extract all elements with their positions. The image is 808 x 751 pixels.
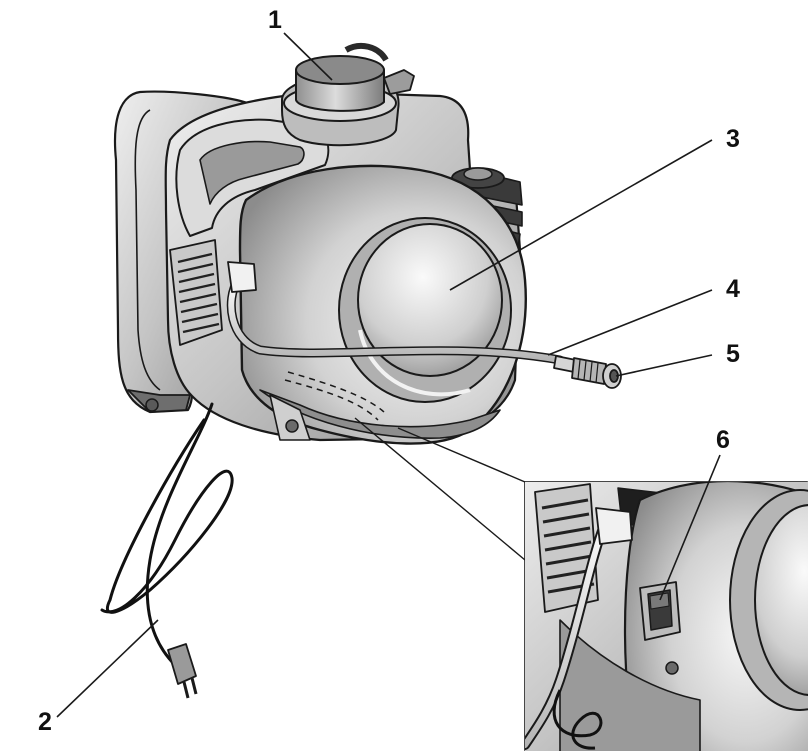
mount-plate: [269, 394, 311, 441]
vent-grille: [169, 239, 223, 346]
hose-grommet: [227, 261, 257, 293]
callout-6: 6: [716, 426, 730, 454]
fill-cap: [281, 42, 415, 147]
rear-frame-inner: [134, 109, 161, 391]
callout-4: 4: [726, 275, 740, 303]
hose-coupling: [553, 355, 622, 389]
inset-detail: [524, 481, 808, 751]
callout-3: 3: [726, 125, 740, 153]
leader-lines: [56, 32, 721, 718]
hidden-edges: [284, 371, 385, 421]
cap-tab: [383, 69, 415, 95]
cover-disc: [338, 217, 512, 403]
callout-5: 5: [726, 340, 740, 368]
cap-strap: [344, 42, 389, 62]
frame-foot-screw: [145, 398, 159, 412]
power-cord: [100, 402, 234, 667]
zoom-lines: [354, 417, 526, 561]
mount-screw: [285, 419, 299, 433]
power-plug: [167, 643, 198, 699]
main-unit: [100, 42, 622, 699]
power-switch: [639, 581, 681, 641]
callout-2: 2: [38, 708, 52, 736]
cover-base: [259, 389, 501, 439]
hose: [226, 261, 565, 365]
carry-handle-opening: [199, 140, 305, 205]
callout-1: 1: [268, 6, 282, 34]
